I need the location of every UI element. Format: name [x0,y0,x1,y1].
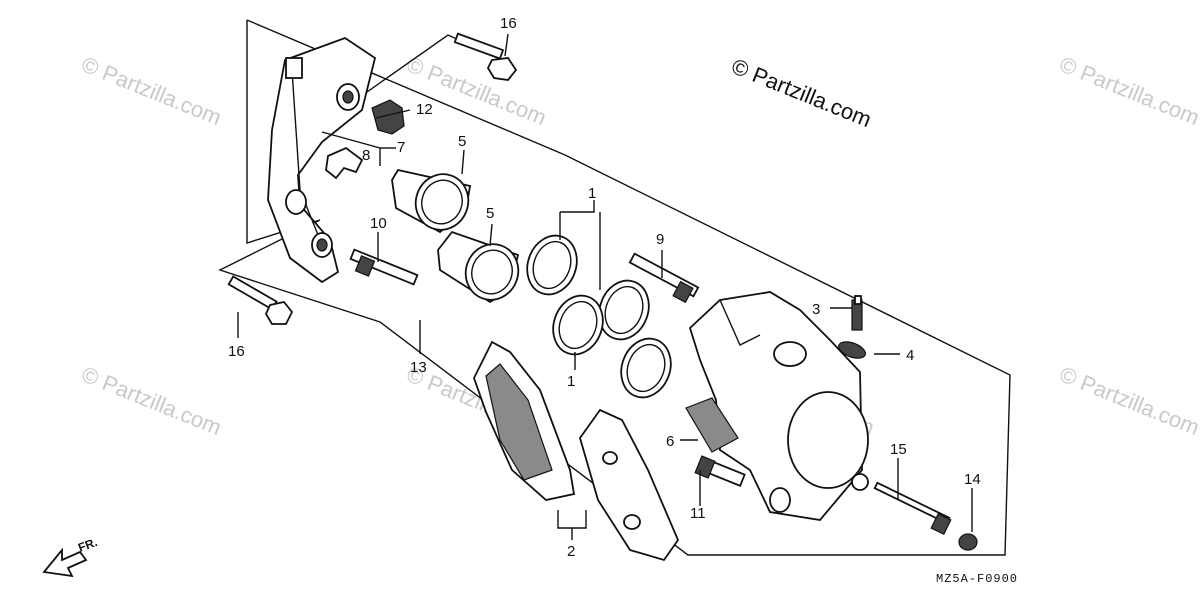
piston-5-upper [391,168,472,234]
cap-4 [838,341,866,359]
callout-9: 9 [656,231,664,248]
caliper-bracket [267,36,377,284]
diagram-code: MZ5A-F0900 [936,572,1018,586]
pad-spring-6 [685,397,739,453]
brake-pad-rear [579,408,680,562]
callout-5: 5 [486,205,494,222]
callout-4: 4 [906,347,914,364]
watermark: © Partzilla.com [78,51,225,130]
callout-16: 16 [228,343,245,360]
bolt-16-bottom [227,275,294,325]
callout-1: 1 [567,373,575,390]
callout-3: 3 [812,301,820,318]
caliper-body [688,291,869,521]
callout-6: 6 [666,433,674,450]
direction-label: FR. [76,535,99,555]
callout-15: 15 [890,441,907,458]
seal-set-1 [526,234,672,399]
watermark: © Partzilla.com [1056,51,1200,130]
nut-14 [958,533,978,551]
watermark: © Partzilla.com [1056,361,1200,440]
callout-12: 12 [416,101,433,118]
pin-9 [628,252,700,304]
callout-16: 16 [500,15,517,32]
callout-13: 13 [410,359,427,376]
pad-clip-8 [325,146,364,180]
callout-8: 8 [362,147,370,164]
front-direction-arrow: FR. [42,535,99,578]
brake-pad-front [473,340,576,501]
bolt-15 [873,481,952,536]
boot-12 [371,99,405,135]
pin-10 [349,248,419,286]
callout-7: 7 [397,139,405,156]
callout-11: 11 [690,505,706,522]
bleeder-3 [851,295,863,331]
callout-14: 14 [964,471,981,488]
piston-5-lower [437,230,520,304]
copyright-text: © Partzilla.com [728,53,875,132]
callout-5: 5 [458,133,466,150]
callout-2: 2 [567,543,575,560]
callout-1: 1 [588,185,596,202]
watermark: © Partzilla.com [403,51,550,130]
leader-lines [237,33,973,540]
callout-10: 10 [370,215,387,232]
callout-labels: 16 12 7 8 5 5 10 1 1 9 3 4 16 13 6 11 15… [228,15,981,560]
bolt-16-top [453,32,518,81]
watermark: © Partzilla.com [78,361,225,440]
